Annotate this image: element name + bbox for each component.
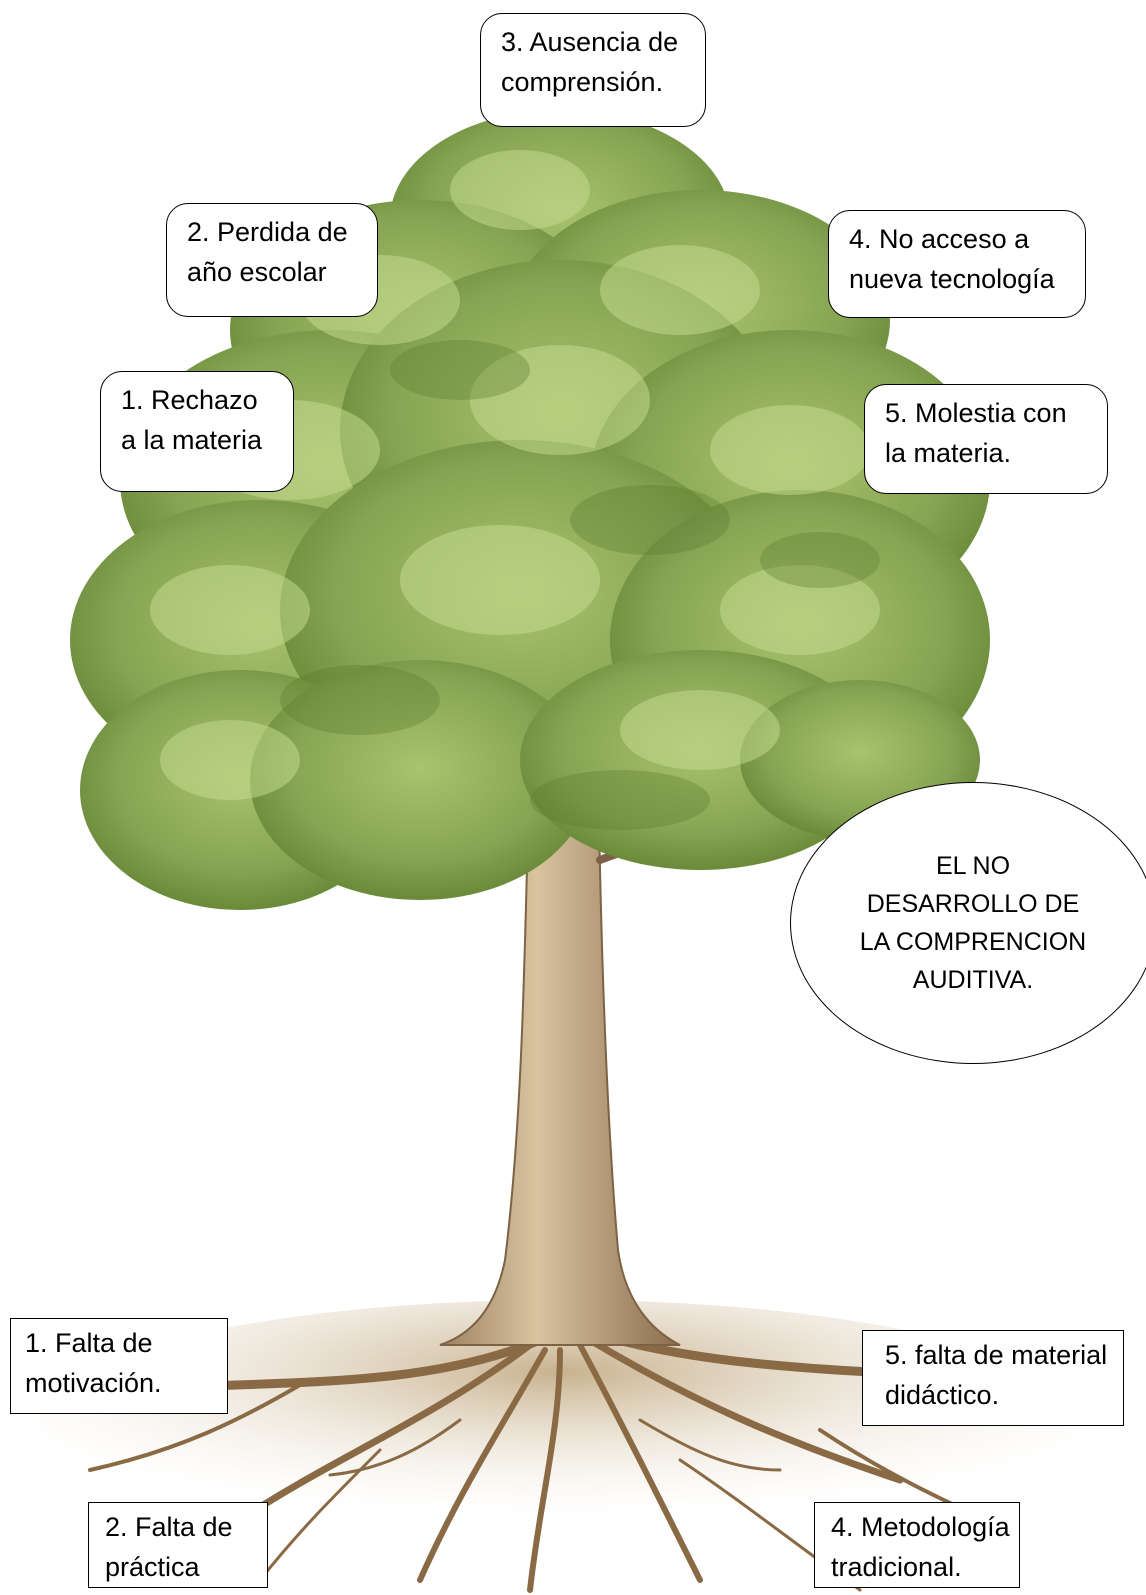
effect-2-line-1: 2. Perdida de	[187, 212, 363, 252]
effect-3-line-2: comprensión.	[501, 62, 691, 102]
effect-box-4: 4. No acceso a nueva tecnología	[828, 210, 1086, 318]
problem-line-4: AUDITIVA.	[913, 961, 1033, 999]
cause-box-5: 5. falta de material didáctico.	[862, 1330, 1124, 1426]
cause-5-line-1: 5. falta de material	[885, 1335, 1109, 1375]
effect-1-line-2: a la materia	[121, 420, 279, 460]
effect-box-2: 2. Perdida de año escolar	[166, 203, 378, 317]
cause-4-line-1: 4. Metodología	[831, 1507, 1005, 1547]
cause-1-line-1: 1. Falta de	[25, 1323, 213, 1363]
effect-5-line-1: 5. Molestia con	[885, 393, 1093, 433]
effect-3-line-1: 3. Ausencia de	[501, 22, 691, 62]
cause-5-line-2: didáctico.	[885, 1375, 1109, 1415]
cause-1-line-2: motivación.	[25, 1363, 213, 1403]
effect-box-1: 1. Rechazo a la materia	[100, 371, 294, 492]
effect-5-line-2: la materia.	[885, 433, 1093, 473]
effect-2-line-2: año escolar	[187, 252, 363, 292]
cause-box-4: 4. Metodología tradicional.	[814, 1502, 1020, 1588]
problem-line-3: LA COMPRENCION	[860, 923, 1086, 961]
problem-line-1: EL NO	[936, 847, 1010, 885]
cause-box-2: 2. Falta de práctica	[88, 1502, 268, 1588]
cause-2-line-1: 2. Falta de	[105, 1507, 253, 1547]
cause-4-line-2: tradicional.	[831, 1547, 1005, 1587]
effect-box-3: 3. Ausencia de comprensión.	[480, 13, 706, 127]
effect-4-line-2: nueva tecnología	[849, 259, 1071, 299]
problem-line-2: DESARROLLO DE	[867, 885, 1080, 923]
central-problem-ellipse: EL NO DESARROLLO DE LA COMPRENCION AUDIT…	[790, 782, 1146, 1064]
cause-box-1: 1. Falta de motivación.	[10, 1318, 228, 1414]
cause-2-line-2: práctica	[105, 1547, 253, 1587]
effect-1-line-1: 1. Rechazo	[121, 380, 279, 420]
effect-box-5: 5. Molestia con la materia.	[864, 384, 1108, 494]
effect-4-line-1: 4. No acceso a	[849, 219, 1071, 259]
